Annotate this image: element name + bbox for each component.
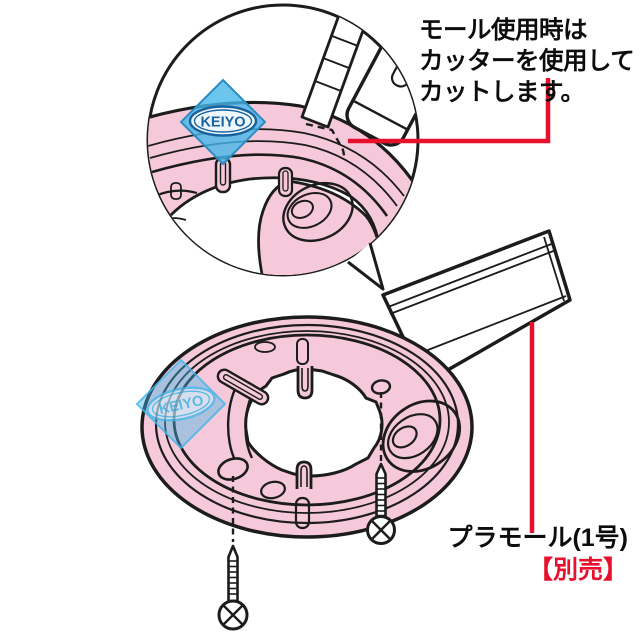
screw-hole-left <box>217 457 249 481</box>
callout-line-cut <box>348 78 551 144</box>
inset-tail <box>347 242 385 291</box>
dashed-cut-line <box>305 122 347 161</box>
raceway-part-name: プラモール(1号) <box>447 524 628 552</box>
cutting-note-line1: モール使用時は <box>419 17 588 44</box>
cutting-note-line2: カッターを使用して <box>419 48 635 75</box>
screw-right <box>366 462 396 545</box>
phillips-head-icon <box>223 605 243 625</box>
main-illustration: KEIYO <box>135 229 572 631</box>
cutting-note-line3: カットします。 <box>419 79 585 106</box>
phillips-head-icon <box>371 520 391 540</box>
keiyo-logo-inset: KEIYO <box>179 78 267 166</box>
sold-separately-badge: 【別売】 <box>527 556 628 584</box>
keiyo-text-inset: KEIYO <box>200 115 245 131</box>
mounting-base: KEIYO <box>135 315 474 539</box>
screw-left <box>217 544 249 631</box>
magnifier-inset: KEIYO <box>146 3 420 291</box>
center-opening <box>244 367 384 478</box>
keiyo-logo-main: KEIYO <box>135 358 227 450</box>
cutting-note: モール使用時は カッターを使用して カットします。 <box>419 15 640 108</box>
raceway-label: プラモール(1号) 【別売】 <box>447 523 628 585</box>
